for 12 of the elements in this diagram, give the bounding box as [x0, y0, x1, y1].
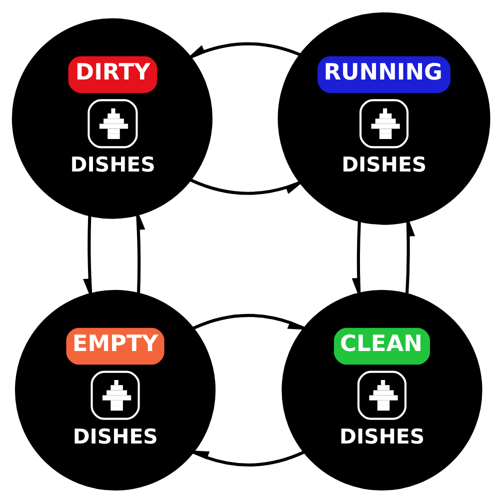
arrow — [136, 212, 146, 293]
arrow — [83, 215, 92, 295]
arrow — [192, 450, 304, 466]
arrow — [352, 220, 361, 294]
arrow — [406, 219, 416, 293]
node-circle: RUNNING DISHES — [278, 12, 490, 224]
arrow — [190, 178, 302, 194]
node-circle: CLEAN DISHES — [282, 289, 482, 490]
node-circle: DIRTY DISHES — [12, 18, 212, 218]
arrow — [192, 313, 306, 330]
arrow — [189, 42, 300, 58]
node-circle: EMPTY DISHES — [14, 289, 216, 490]
